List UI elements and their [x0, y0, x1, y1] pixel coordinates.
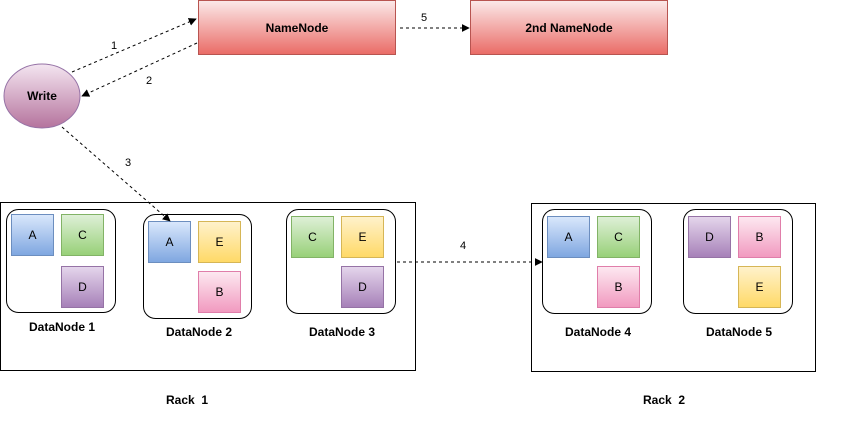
block-c-datanode-4[interactable] [597, 216, 640, 258]
rack-2-container [531, 203, 816, 372]
block-label: D [78, 280, 87, 294]
block-label: D [358, 280, 367, 294]
block-c-datanode-1[interactable] [61, 214, 104, 256]
block-d-datanode-1[interactable] [61, 266, 104, 308]
block-label: A [564, 230, 572, 244]
datanode-1-label: DataNode 1 [29, 320, 95, 334]
namenode-box[interactable] [198, 0, 396, 55]
block-label: C [614, 230, 623, 244]
rack-1-container [0, 202, 416, 371]
block-e-datanode-2[interactable] [198, 221, 241, 263]
block-a-datanode-2[interactable] [148, 221, 191, 263]
block-label: B [755, 230, 763, 244]
block-label: C [78, 228, 87, 242]
arrow-2-label: 2 [146, 75, 152, 87]
datanode-3-label: DataNode 3 [309, 325, 375, 339]
arrow-3-label: 3 [125, 157, 131, 169]
rack-1-label: Rack 1 [166, 393, 208, 407]
block-label: A [28, 228, 36, 242]
block-c-datanode-3[interactable] [291, 216, 334, 258]
block-b-datanode-2[interactable] [198, 271, 241, 313]
block-label: E [755, 280, 763, 294]
arrow-1-label: 1 [111, 40, 117, 52]
arrow-1 [71, 18, 197, 73]
block-a-datanode-4[interactable] [547, 216, 590, 258]
namenode-label: NameNode [266, 21, 329, 35]
block-label: B [215, 285, 223, 299]
block-d-datanode-3[interactable] [341, 266, 384, 308]
block-b-datanode-4[interactable] [597, 266, 640, 308]
arrow-2 [81, 42, 198, 97]
write-client-label: Write [27, 89, 57, 103]
block-label: A [165, 235, 173, 249]
arrow-5-label: 5 [421, 12, 427, 24]
block-d-datanode-5[interactable] [688, 216, 731, 258]
block-label: D [705, 230, 714, 244]
datanode-4-label: DataNode 4 [565, 325, 631, 339]
datanode-5-label: DataNode 5 [706, 325, 772, 339]
arrow-4-label: 4 [460, 240, 466, 252]
block-a-datanode-1[interactable] [11, 214, 54, 256]
secondary-namenode-label: 2nd NameNode [525, 21, 613, 35]
arrow-3 [61, 126, 171, 222]
block-b-datanode-5[interactable] [738, 216, 781, 258]
block-label: B [614, 280, 622, 294]
block-label: E [358, 230, 366, 244]
block-label: C [308, 230, 317, 244]
block-e-datanode-3[interactable] [341, 216, 384, 258]
rack-2-label: Rack 2 [643, 393, 685, 407]
block-label: E [215, 235, 223, 249]
write-client-node[interactable] [3, 63, 81, 129]
secondary-namenode-box[interactable] [470, 0, 668, 55]
block-e-datanode-5[interactable] [738, 266, 781, 308]
datanode-2-label: DataNode 2 [166, 325, 232, 339]
